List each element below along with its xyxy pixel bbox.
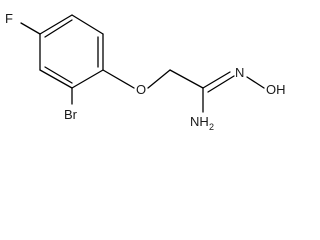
bond-c-f bbox=[20, 22, 41, 35]
ring-bond-c5-c6 bbox=[39, 14, 73, 35]
atom-label-hydroxyl: OH bbox=[266, 82, 286, 97]
ring-double-bond-3 bbox=[44, 19, 73, 38]
atom-label-amine: NH bbox=[190, 114, 209, 129]
bond-n-oh bbox=[246, 76, 265, 89]
atom-label-fluorine: F bbox=[5, 11, 13, 26]
ring-double-bond-2 bbox=[44, 66, 73, 84]
ring-bond-c2-c3 bbox=[71, 69, 104, 89]
atom-label-imine-nitrogen: N bbox=[235, 65, 244, 80]
benzene-ring bbox=[39, 14, 104, 89]
atom-label-bromine: Br bbox=[64, 107, 78, 122]
bond-c-o bbox=[102, 69, 135, 89]
molecule-structure: F Br O N OH NH 2 bbox=[5, 11, 286, 132]
ring-bond-c3-c4 bbox=[39, 69, 73, 89]
bond-o-ch2 bbox=[147, 69, 171, 89]
bond-ch2-c bbox=[169, 69, 204, 89]
atom-label-ether-oxygen: O bbox=[136, 82, 146, 97]
atom-label-amine-subscript: 2 bbox=[209, 122, 214, 132]
ring-bond-c6-c1 bbox=[71, 14, 104, 35]
bond-c-n-double-1 bbox=[202, 71, 231, 89]
bond-c-n-double-2 bbox=[207, 75, 235, 93]
